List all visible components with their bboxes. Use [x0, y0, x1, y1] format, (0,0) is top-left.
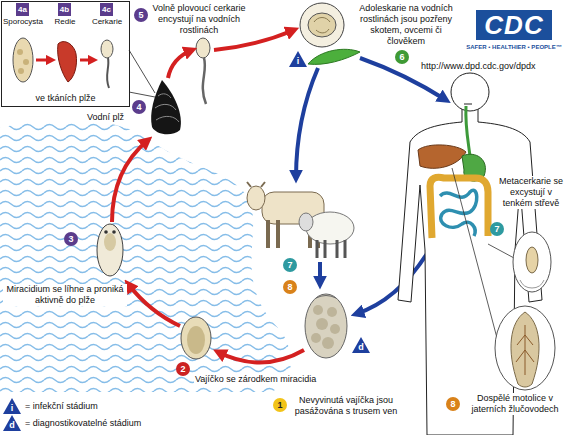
callout-number: 8	[283, 280, 297, 294]
sheep-head	[299, 213, 313, 231]
snail-whorl	[155, 94, 179, 122]
cycle-arrow	[128, 284, 180, 326]
note-text: Nevyvinutá vajíčka jsou pasážována s tru…	[289, 395, 403, 417]
snail	[151, 80, 181, 134]
operculum	[316, 296, 336, 299]
legend-text: = infekční stádium	[24, 401, 99, 412]
stage-marker: i	[289, 51, 307, 67]
callout-number: 7	[490, 222, 504, 236]
human-head	[451, 73, 489, 111]
note-text: Miracidium se líhne a proniká aktivně do…	[3, 284, 127, 306]
yolk-cell	[322, 337, 334, 349]
note-text: Vodní plž	[86, 112, 125, 123]
host-arrow	[296, 68, 318, 178]
source-url: http://www.dpd.cdc.gov/dpdx	[420, 61, 537, 72]
stage-name: Redie	[55, 17, 76, 27]
cercaria	[101, 40, 113, 58]
note-text: Vajíčko se zárodkem miracidia	[194, 374, 317, 385]
stage-marker: d	[352, 337, 370, 353]
host-arrow	[318, 262, 322, 284]
note-text: Dospělé motolice v jaterních žlučovodech	[463, 393, 567, 415]
cercaria-tail	[203, 58, 206, 104]
esophagus	[466, 106, 470, 156]
unembryonated-egg	[305, 294, 347, 358]
large-intestine	[430, 177, 488, 238]
excystment-callout	[513, 232, 551, 292]
mouth	[464, 104, 472, 105]
fluke-organs	[516, 325, 534, 375]
callout-number: 5	[134, 8, 148, 22]
callout-number: 8	[446, 397, 460, 411]
eyespot	[104, 230, 108, 234]
miracidium	[97, 224, 123, 276]
cow-head	[247, 186, 265, 210]
legend-text: = diagnostikovatelné stádium	[24, 418, 142, 429]
callout-number: 4	[132, 100, 146, 114]
stage-number: 4a	[16, 3, 29, 16]
water	[0, 120, 291, 392]
sporocyst-germ	[17, 49, 23, 55]
logo-mark: CDC	[476, 10, 551, 40]
sheep-legs	[317, 240, 345, 258]
callout-number: 2	[176, 362, 190, 376]
stage-arrow	[80, 59, 94, 62]
sporocyst	[13, 38, 33, 82]
cycle-arrow	[112, 140, 148, 222]
stage-name: Sporocysta	[3, 17, 43, 27]
stage-arrow	[36, 59, 52, 62]
juvenile-fluke	[526, 247, 538, 273]
logo-box: CDC SAFER • HEALTHIER • PEOPLE™	[462, 2, 566, 58]
yolk-cell	[311, 333, 321, 343]
stage-number: 4b	[58, 3, 71, 16]
yolk-cell	[316, 318, 328, 330]
metacercaria-cyst	[300, 3, 344, 47]
cyst-inner	[308, 13, 336, 37]
redia	[58, 42, 77, 82]
note-text: Volně plovoucí cerkarie encystují na vod…	[150, 3, 248, 36]
free-cercaria	[196, 38, 210, 58]
inset-leader	[129, 50, 155, 97]
sheep	[306, 212, 354, 244]
stage-marker: i	[3, 398, 21, 414]
cycle-arrow	[168, 50, 192, 78]
sporocyst-germ	[23, 59, 29, 65]
callout-number: 3	[64, 232, 78, 246]
stage-number: 4c	[100, 3, 113, 16]
cyst-detail	[314, 18, 330, 33]
callout-number: 7	[283, 258, 297, 272]
stage-name: Cerkarie	[92, 17, 122, 27]
logo-tagline: SAFER • HEALTHIER • PEOPLE™	[466, 43, 561, 51]
cow-horns	[247, 182, 265, 187]
cyst-wall	[520, 280, 544, 288]
host-arrow	[356, 252, 428, 314]
small-intestine	[440, 190, 477, 236]
note-text: Metacerkarie se excystují v tenkém střev…	[494, 176, 568, 209]
callout-number: 6	[395, 50, 409, 64]
sporocyst-germ	[18, 68, 24, 74]
adult-fluke	[511, 312, 539, 387]
embryonated-egg	[181, 317, 211, 359]
egg-miracidium	[187, 326, 205, 354]
cercaria-tail	[107, 58, 109, 88]
inset-caption: ve tkáních plže	[33, 93, 97, 104]
yolk-cell	[313, 305, 323, 315]
water-plant	[308, 49, 360, 64]
cycle-arrow	[218, 350, 304, 363]
adult-callout	[495, 306, 555, 390]
miracidium-detail	[104, 233, 116, 251]
liver	[418, 145, 466, 168]
note-text: Adoleskarie na vodních rostlinách jsou p…	[352, 3, 460, 47]
stage-marker: d	[3, 415, 21, 431]
yolk-cell	[327, 307, 337, 317]
eyespot	[112, 230, 116, 234]
callout-number: 1	[273, 398, 287, 412]
yolk-cell	[330, 324, 340, 334]
